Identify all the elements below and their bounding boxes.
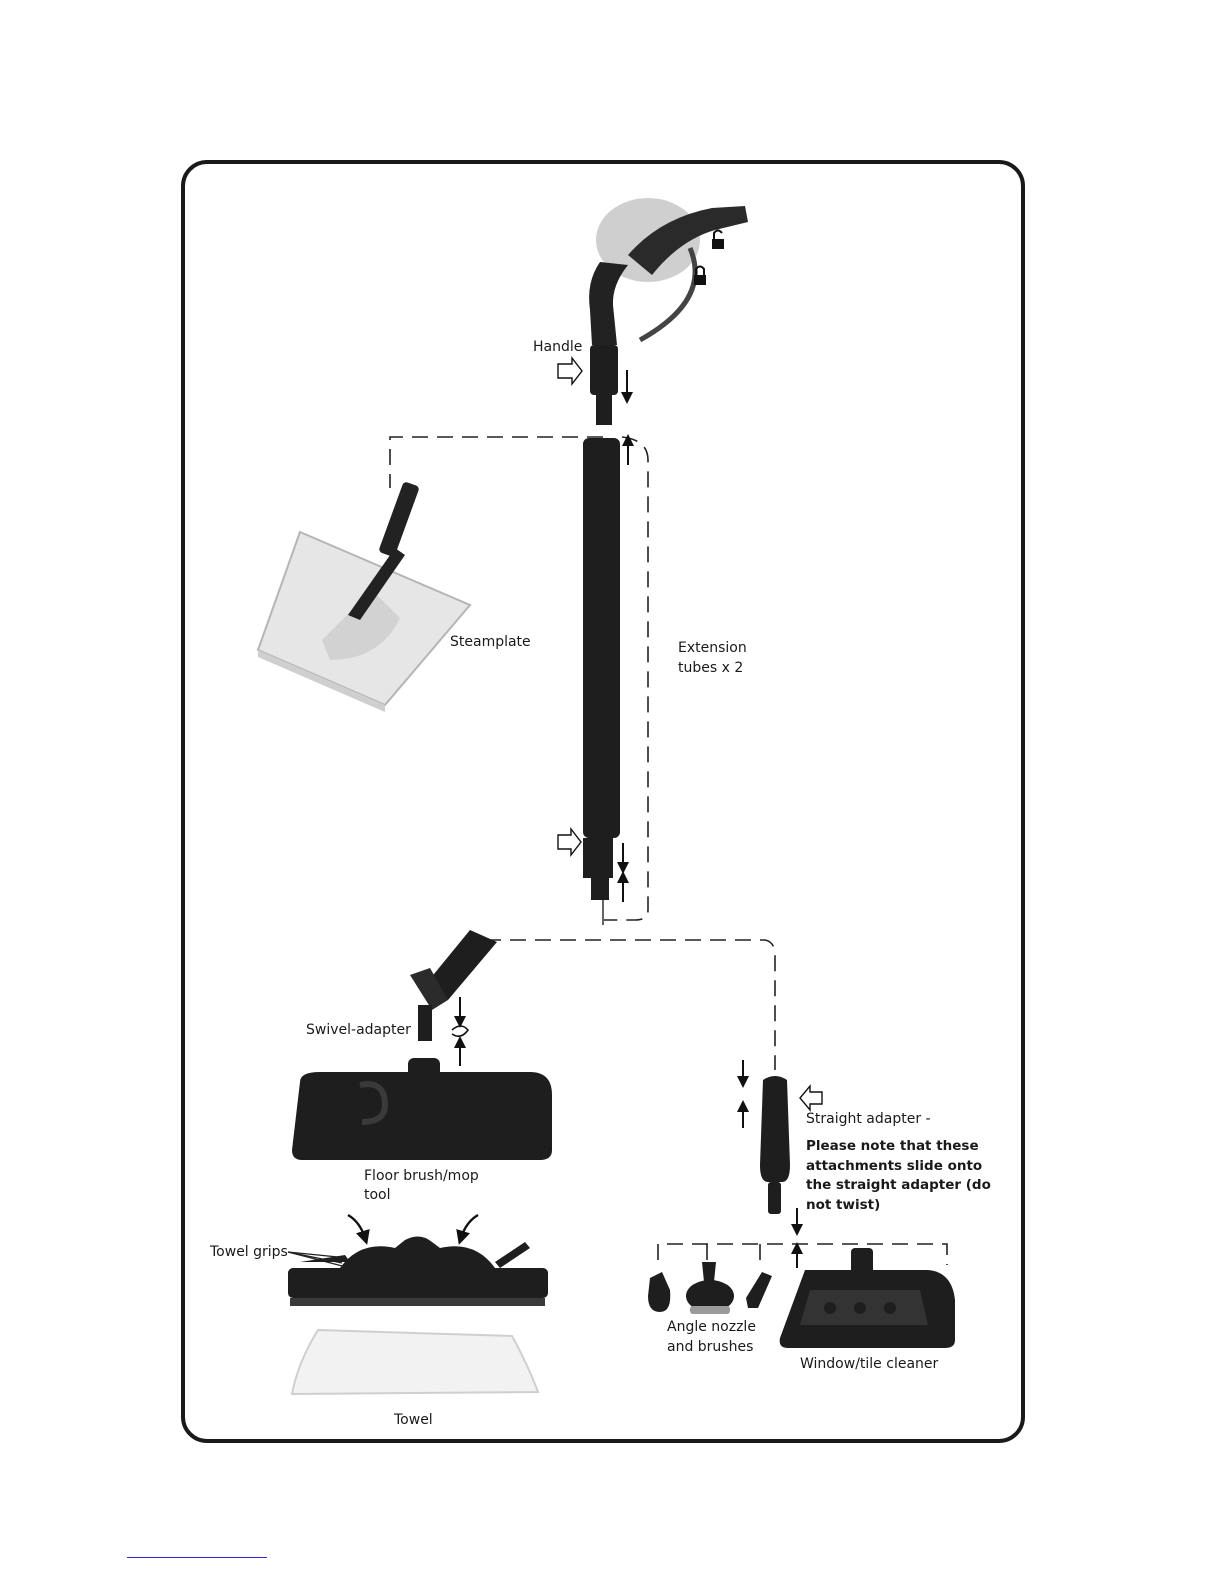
angle-nozzle — [746, 1272, 772, 1308]
towel-grips-tool-part — [288, 1236, 548, 1306]
towel-grip-curved-arrow-right — [461, 1215, 478, 1238]
label-handle: Handle — [533, 338, 582, 357]
small-brush — [648, 1272, 670, 1312]
straight-adapter-part — [760, 1076, 790, 1214]
lock-closed-icon — [694, 267, 706, 286]
straight-adapter-body — [760, 1076, 790, 1182]
label-floor-brush-line1: Floor brush/mop — [364, 1167, 479, 1186]
handle-part — [589, 198, 748, 425]
handle-tip — [596, 395, 612, 425]
connector-handle-steamplate — [390, 437, 603, 488]
label-angle-nozzle-line2: and brushes — [667, 1338, 753, 1357]
extension-tube-part — [583, 438, 620, 925]
swivel-adapter-neck — [418, 1005, 432, 1041]
label-extension-line1: Extension — [678, 639, 747, 658]
handle-collar — [590, 345, 618, 395]
towel-grips-base — [288, 1268, 548, 1298]
window-tile-cleaner-part — [780, 1248, 955, 1348]
connector-attachments — [658, 1244, 947, 1265]
extension-release-push-arrow-icon — [558, 829, 581, 855]
connector-bottom — [485, 940, 775, 1070]
handle-release-push-arrow-icon — [558, 358, 582, 384]
floor-brush-body — [292, 1072, 552, 1160]
label-straight-adapter: Straight adapter - — [806, 1110, 931, 1129]
towel-grip-curved-arrow-left — [348, 1215, 365, 1238]
steamplate-part — [258, 481, 470, 712]
steamplate-tube — [378, 481, 420, 557]
angle-nozzle-brushes-part — [648, 1262, 772, 1314]
label-towel: Towel — [394, 1411, 433, 1430]
footer-link-rule — [127, 1557, 267, 1558]
swivel-adapter-part — [410, 930, 497, 1041]
extension-tube-body — [583, 438, 620, 838]
extension-tube-tip — [591, 878, 609, 900]
label-steamplate: Steamplate — [450, 633, 531, 652]
label-window-tile-cleaner: Window/tile cleaner — [800, 1355, 938, 1374]
rotate-icon — [452, 1026, 468, 1036]
towel-part — [292, 1330, 538, 1394]
straight-adapter-push-arrow-icon — [800, 1086, 822, 1110]
label-angle-nozzle-line1: Angle nozzle — [667, 1318, 756, 1337]
towel-grips-top — [340, 1236, 495, 1268]
towel-grip-right — [495, 1242, 530, 1268]
lock-open-icon — [712, 231, 724, 250]
round-brush-neck — [702, 1262, 716, 1282]
label-floor-brush-line2: tool — [364, 1186, 391, 1205]
extension-tube-collar — [583, 838, 613, 878]
attachment-note: Please note that these attachments slide… — [806, 1137, 1006, 1215]
label-towel-grips: Towel grips — [210, 1243, 288, 1262]
label-extension-line2: tubes x 2 — [678, 659, 743, 678]
straight-adapter-tip — [768, 1182, 781, 1214]
floor-brush-part — [292, 1058, 552, 1160]
label-swivel-adapter: Swivel-adapter — [306, 1021, 411, 1040]
